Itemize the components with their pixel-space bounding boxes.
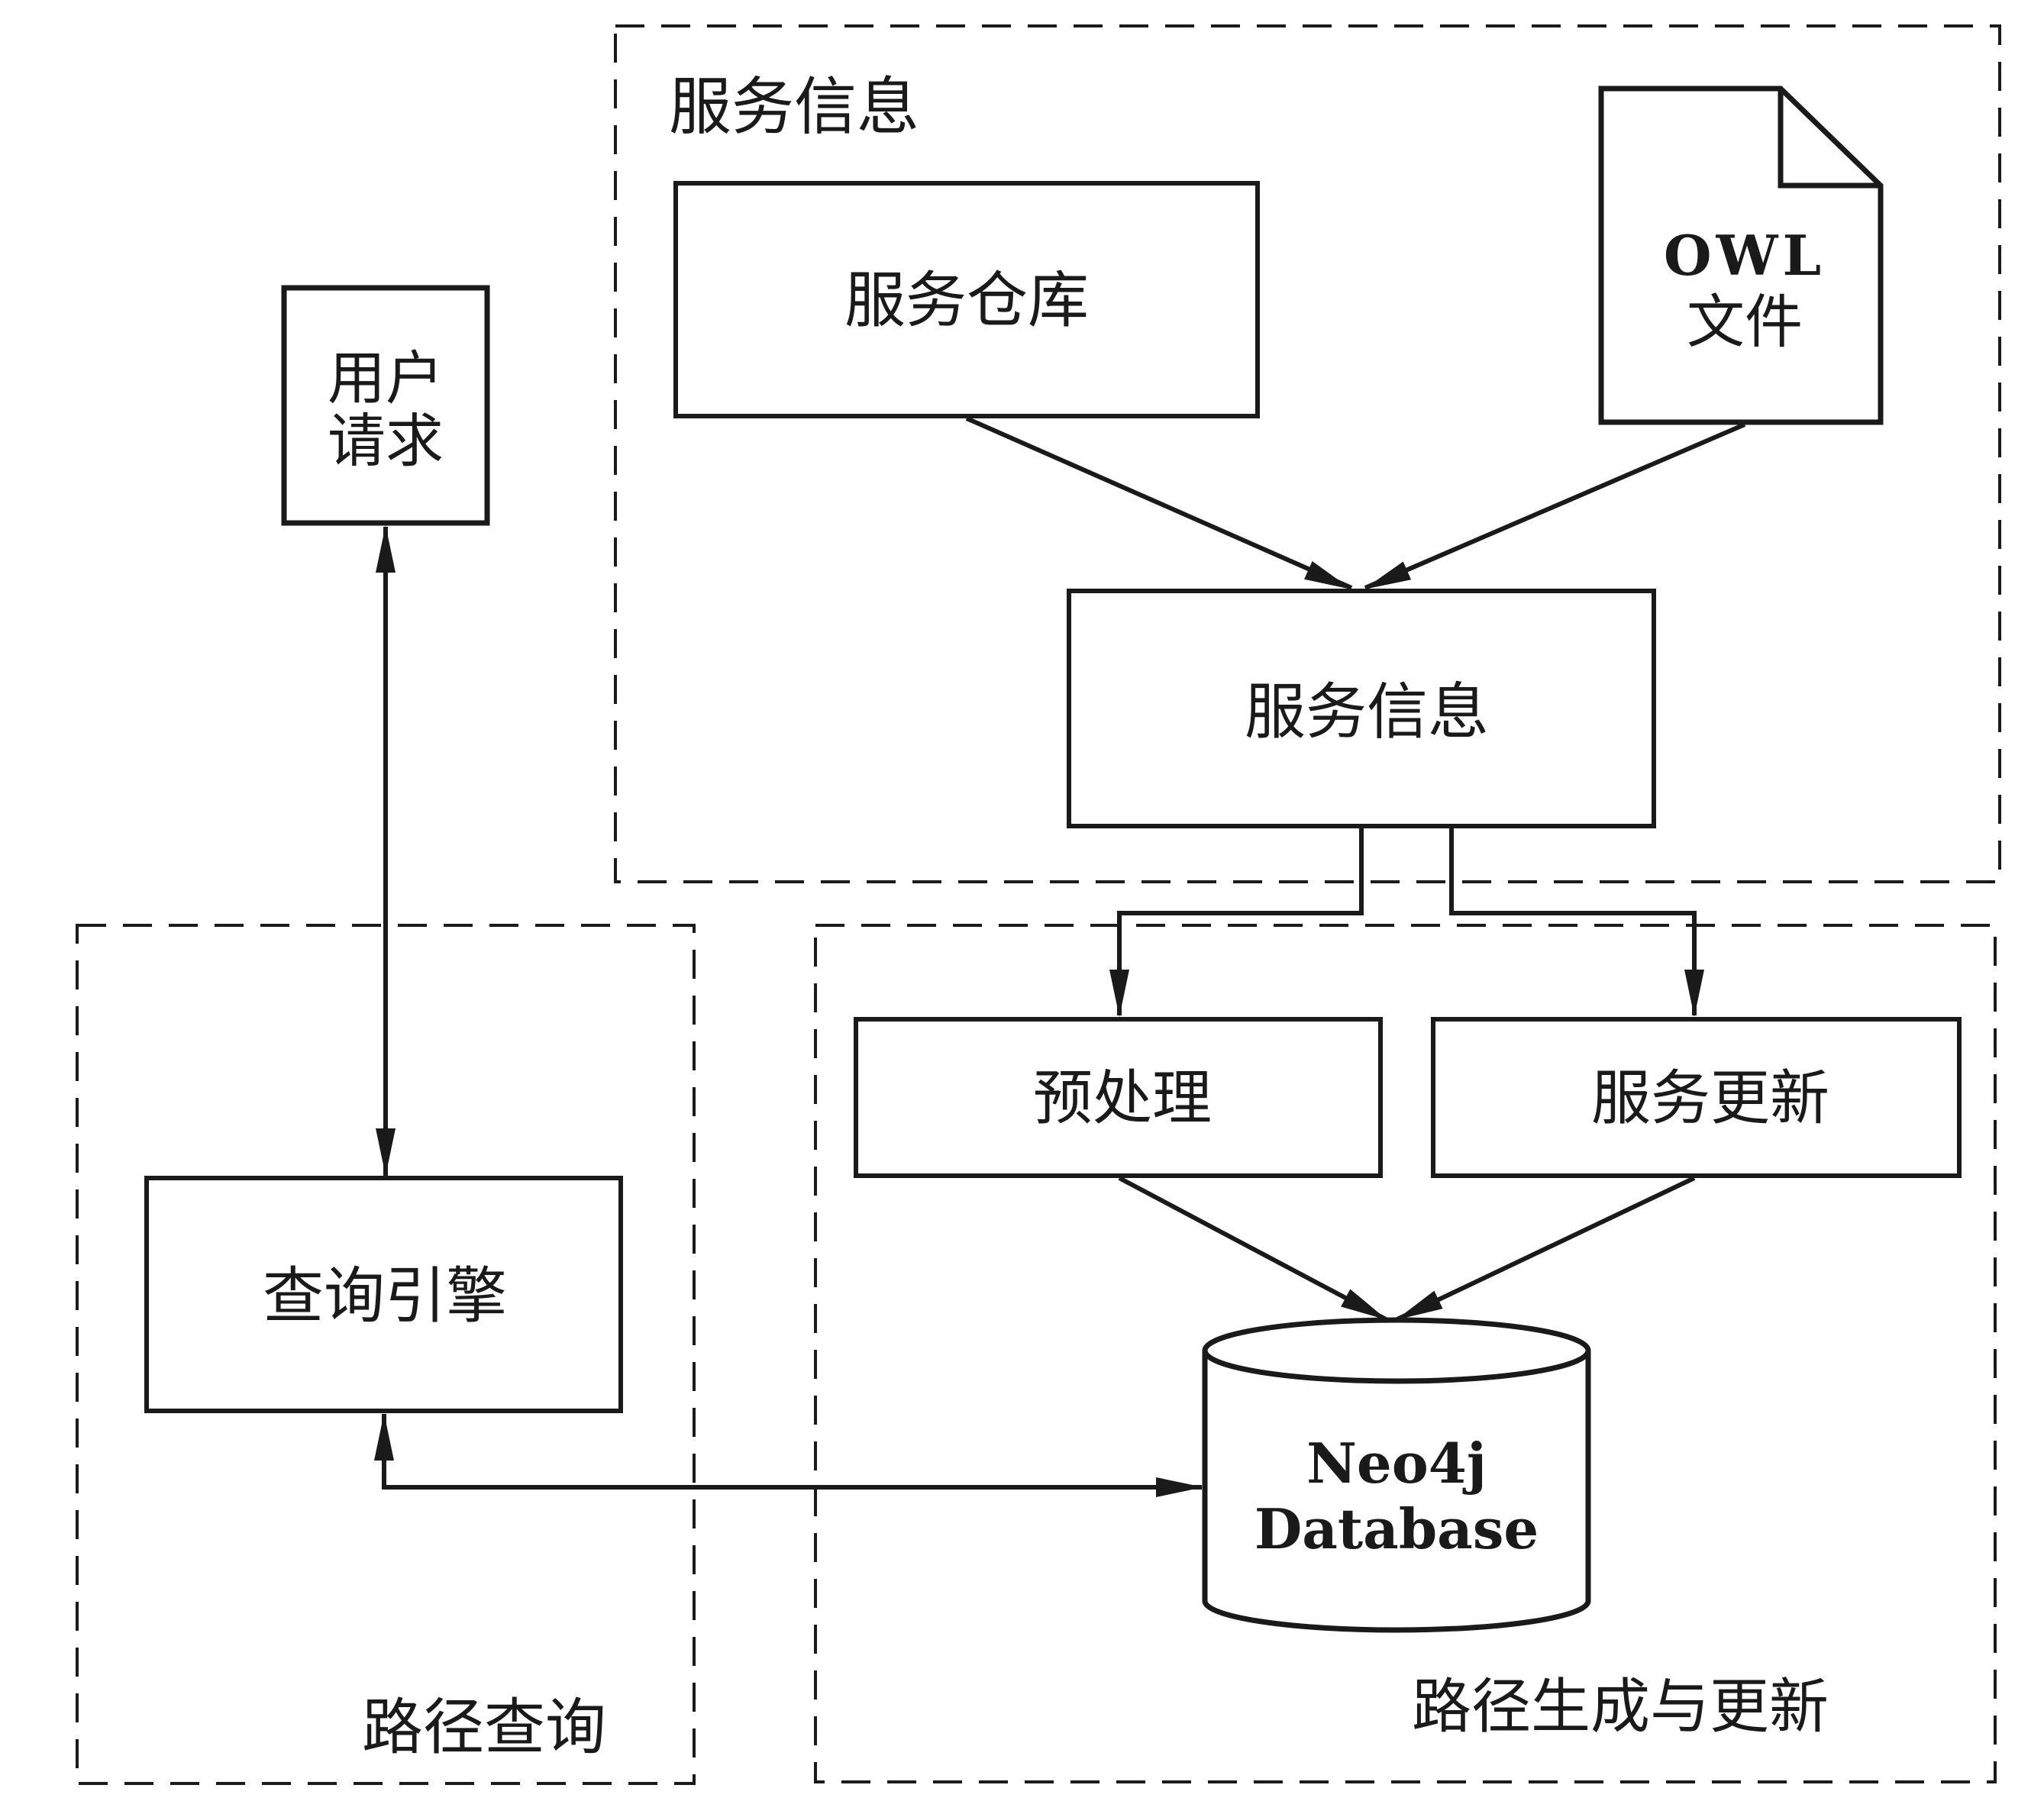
node-query-engine[interactable]: 查询引擎 <box>144 1176 623 1413</box>
service-repository-label: 服务仓库 <box>844 265 1089 336</box>
group-path-generation-title: 路径生成与更新 <box>1412 1673 1829 1741</box>
edge-info-to-update <box>1449 828 1697 1015</box>
arrowhead-icon <box>1364 561 1412 589</box>
node-owl-file[interactable]: OWL 文件 <box>1598 86 1884 425</box>
edge-owl-to-info <box>1364 422 1746 590</box>
preprocess-label: 预处理 <box>1033 1064 1212 1133</box>
group-service-info: 服务信息 <box>614 24 2001 883</box>
query-engine-label: 查询引擎 <box>263 1260 507 1331</box>
owl-file-line1: OWL <box>1664 223 1826 288</box>
edges <box>374 416 1746 1497</box>
group-path-generation: 路径生成与更新 <box>814 924 1997 1783</box>
service-update-label: 服务更新 <box>1591 1064 1829 1133</box>
user-request-line1: 用户 <box>328 344 444 412</box>
arrowhead-icon <box>1684 970 1704 1017</box>
arrowhead-icon <box>1396 1290 1443 1320</box>
node-preprocess[interactable]: 预处理 <box>854 1017 1383 1178</box>
neo4j-line1: Neo4j <box>1306 1431 1487 1496</box>
arrowhead-icon <box>1109 970 1129 1017</box>
node-service-repository[interactable]: 服务仓库 <box>673 181 1260 418</box>
node-service-info[interactable]: 服务信息 <box>1067 589 1656 828</box>
node-service-update[interactable]: 服务更新 <box>1431 1017 1962 1178</box>
neo4j-line2: Database <box>1254 1496 1539 1561</box>
group-path-query-title: 路径查询 <box>362 1692 606 1763</box>
edge-info-to-preprocess <box>1117 828 1364 1015</box>
edge-query-to-db <box>382 1414 1202 1490</box>
node-neo4j-database[interactable]: Neo4j Database <box>1202 1317 1591 1633</box>
edge-repo-to-info <box>965 416 1353 590</box>
edge-update-to-db <box>1396 1176 1696 1322</box>
group-service-info-title: 服务信息 <box>669 71 919 144</box>
arrowhead-icon <box>1341 1289 1387 1320</box>
edge-preprocess-to-db <box>1118 1176 1387 1322</box>
arrowhead-icon <box>376 1128 396 1176</box>
owl-file-line2: 文件 <box>1687 288 1803 356</box>
arrowhead-icon <box>374 1413 394 1461</box>
group-path-query: 路径查询 <box>76 924 696 1785</box>
node-user-request[interactable]: 用户 请求 <box>281 285 490 526</box>
database-icon <box>1202 1317 1591 1384</box>
arrowhead-icon <box>376 525 396 573</box>
arrowhead-icon <box>1156 1477 1203 1497</box>
arrowhead-icon <box>1304 560 1351 589</box>
service-info-label: 服务信息 <box>1245 676 1489 747</box>
document-fold-icon <box>1778 89 1881 189</box>
user-request-line2: 请求 <box>328 407 444 475</box>
